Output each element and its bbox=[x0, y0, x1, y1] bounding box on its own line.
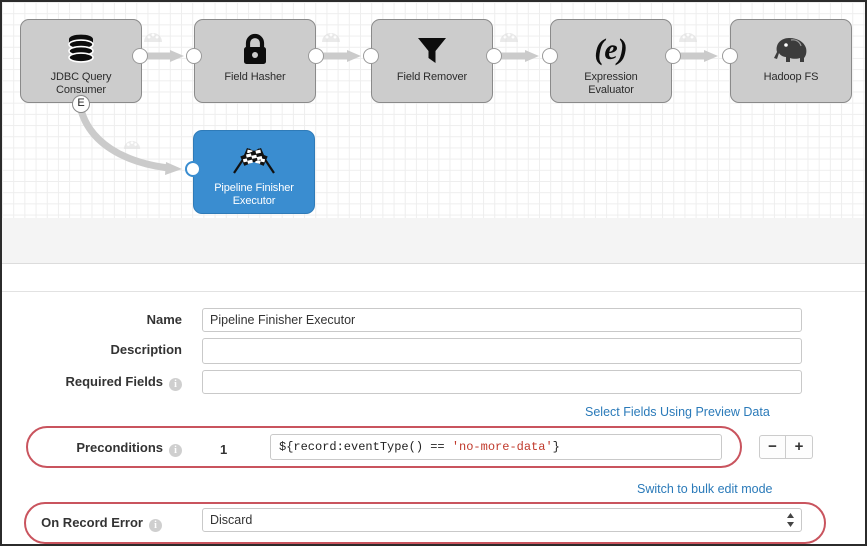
expression-e-icon: (e) bbox=[589, 29, 633, 69]
row-description: Description bbox=[2, 338, 865, 369]
on-record-error-select[interactable]: Discard bbox=[202, 508, 802, 532]
link-meter-icon bbox=[144, 33, 162, 42]
on-record-error-select-wrap[interactable]: Discard bbox=[202, 508, 802, 532]
expression-prefix: ${record:eventType() == bbox=[279, 440, 452, 454]
expression-suffix: } bbox=[552, 440, 560, 454]
output-port-expression-evaluator[interactable] bbox=[665, 48, 681, 64]
output-port-jdbc[interactable] bbox=[132, 48, 148, 64]
output-port-field-remover[interactable] bbox=[486, 48, 502, 64]
input-port-hadoop-fs[interactable] bbox=[722, 48, 738, 64]
add-precondition-button[interactable]: + bbox=[786, 435, 813, 459]
preconditions-label: Preconditions i bbox=[2, 436, 182, 457]
event-badge-jdbc[interactable]: E bbox=[72, 95, 90, 113]
pipeline-connections bbox=[77, 50, 718, 175]
description-textarea[interactable] bbox=[202, 338, 802, 364]
on-record-error-label-text: On Record Error bbox=[41, 515, 143, 530]
stage-label: Field Remover bbox=[396, 71, 468, 83]
info-icon[interactable]: i bbox=[169, 444, 182, 457]
lock-icon bbox=[240, 29, 270, 69]
required-fields-input[interactable] bbox=[202, 370, 802, 394]
row-on-record-error: On Record Error i bbox=[2, 511, 865, 532]
info-icon[interactable]: i bbox=[149, 519, 162, 532]
input-port-expression-evaluator[interactable] bbox=[542, 48, 558, 64]
stage-label: Hadoop FS bbox=[763, 71, 819, 83]
row-preconditions: Preconditions i bbox=[2, 436, 865, 457]
required-fields-label-text: Required Fields bbox=[65, 374, 163, 389]
required-fields-wrap bbox=[202, 370, 802, 394]
stage-detail-tabbar bbox=[2, 264, 865, 292]
elephant-icon bbox=[771, 29, 811, 69]
required-fields-label: Required Fields i bbox=[2, 370, 182, 391]
link-meter-icon bbox=[679, 33, 697, 42]
input-port-field-hasher[interactable] bbox=[186, 48, 202, 64]
link-meter-icon bbox=[500, 33, 518, 42]
name-label: Name bbox=[146, 312, 182, 327]
info-icon[interactable]: i bbox=[169, 378, 182, 391]
output-port-field-hasher[interactable] bbox=[308, 48, 324, 64]
switch-to-bulk-edit-mode-link[interactable]: Switch to bulk edit mode bbox=[637, 482, 773, 496]
row-name: Name bbox=[2, 308, 865, 332]
name-input[interactable] bbox=[202, 308, 802, 332]
link-meter-icon bbox=[123, 140, 141, 150]
on-record-error-label: On Record Error i bbox=[2, 511, 162, 532]
input-port-field-remover[interactable] bbox=[363, 48, 379, 64]
preconditions-label-text: Preconditions bbox=[76, 440, 163, 455]
stage-hadoop-fs[interactable]: Hadoop FS bbox=[730, 19, 852, 103]
input-port-pipeline-finisher[interactable] bbox=[185, 161, 201, 177]
precondition-expression-input[interactable]: ${record:eventType() == 'no-more-data'} bbox=[270, 434, 722, 460]
remove-precondition-button[interactable]: − bbox=[759, 435, 786, 459]
precondition-index: 1 bbox=[220, 442, 228, 457]
select-fields-using-preview-data-link[interactable]: Select Fields Using Preview Data bbox=[585, 405, 770, 419]
row-required-fields: Required Fields i bbox=[2, 370, 865, 394]
checkered-flags-icon bbox=[228, 140, 280, 180]
stage-field-remover[interactable]: Field Remover bbox=[371, 19, 493, 103]
database-icon bbox=[64, 29, 98, 69]
description-label: Description bbox=[110, 342, 182, 357]
name-field-wrap bbox=[202, 308, 802, 332]
funnel-icon bbox=[415, 29, 449, 69]
description-field-wrap bbox=[202, 338, 802, 369]
link-meter-icon bbox=[322, 33, 340, 42]
stage-detail-toolbar bbox=[2, 218, 865, 264]
expression-string-literal: 'no-more-data' bbox=[451, 440, 553, 454]
stage-label: Field Hasher bbox=[224, 71, 286, 83]
svg-text:(e): (e) bbox=[594, 33, 627, 66]
